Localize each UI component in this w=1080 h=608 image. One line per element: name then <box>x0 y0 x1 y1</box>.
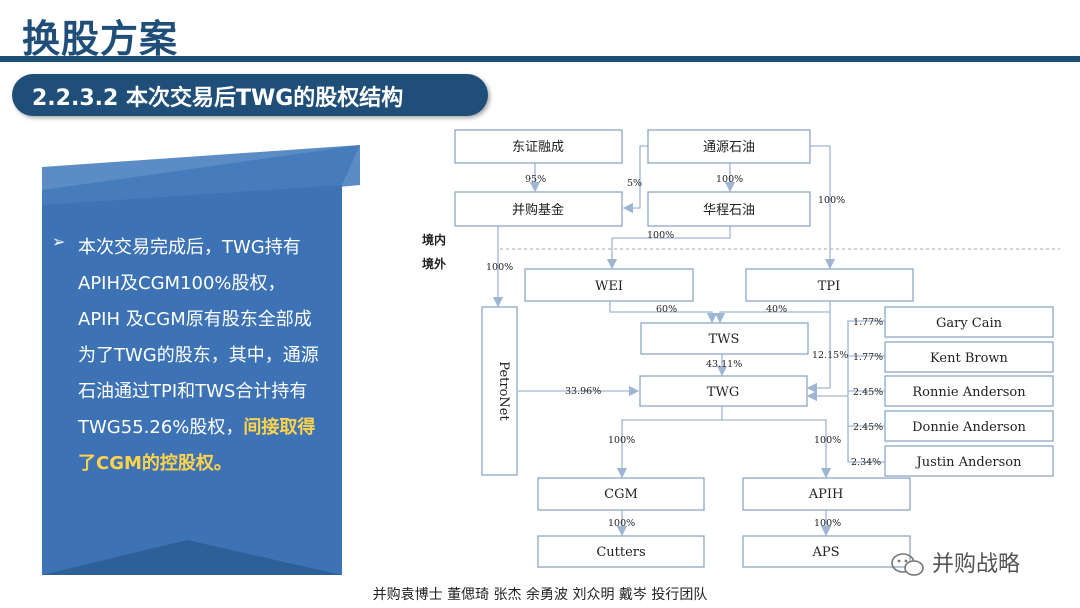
edge-label-twg-apih: 100% <box>814 435 841 446</box>
summary-highlight-text: 间接取得了CGM的控股权。 <box>78 417 316 474</box>
svg-text:CGM: CGM <box>604 487 638 502</box>
svg-text:Donnie Anderson: Donnie Anderson <box>912 420 1026 435</box>
edge-label-tpi-twg: 12.15% <box>812 350 848 361</box>
svg-text:APIH: APIH <box>808 487 844 502</box>
svg-text:TPI: TPI <box>818 279 841 294</box>
node-cutters: Cutters <box>537 535 705 568</box>
brand-watermark: 并购战略 <box>890 546 1020 578</box>
edge-label-tysy-tpi: 100% <box>818 195 845 206</box>
svg-text:Justin Anderson: Justin Anderson <box>914 455 1022 470</box>
summary-panel <box>42 145 360 575</box>
summary-main-text: 本次交易完成后，TWG持有APIH及CGM100%股权，APIH 及CGM原有股… <box>78 237 319 438</box>
node-dzrc: 东证融成 <box>454 129 623 164</box>
zone-overseas: 境外 <box>422 256 446 271</box>
edge-label-tysy-hcsy: 100% <box>716 174 743 185</box>
svg-text:APS: APS <box>811 545 839 560</box>
edge-label-bgjj-petronet: 100% <box>486 262 513 273</box>
node-aps: APS <box>742 535 911 568</box>
svg-text:Gary Cain: Gary Cain <box>936 316 1003 331</box>
svg-text:TWS: TWS <box>709 332 740 347</box>
node-wei: WEI <box>524 268 694 302</box>
edge-label-tysy-bgjj: 5% <box>627 178 642 189</box>
page-title: 换股方案 <box>22 17 179 61</box>
edge-label-tws-twg: 43.11% <box>706 359 742 370</box>
section-title: 2.2.3.2 本次交易后TWG的股权结构 <box>32 86 404 111</box>
node-donnie-anderson: Donnie Anderson <box>884 410 1054 442</box>
node-bgjj: 并购基金 <box>454 191 623 227</box>
edge-label-cgm-cutters: 100% <box>608 518 635 529</box>
svg-text:Kent Brown: Kent Brown <box>930 351 1009 366</box>
section-header: 2.2.3.2 本次交易后TWG的股权结构 <box>12 74 488 116</box>
node-gary-cain: Gary Cain <box>884 306 1054 338</box>
node-apih: APIH <box>742 477 911 511</box>
edge-label-hcsy-wei: 100% <box>647 230 674 241</box>
node-tws: TWS <box>640 322 809 355</box>
svg-text:华程石油: 华程石油 <box>703 203 755 218</box>
node-hcsy: 华程石油 <box>647 191 811 227</box>
edge-label-apih-aps: 100% <box>814 518 841 529</box>
footer-credits: 并购袁博士 董偲琦 张杰 余勇波 刘众明 戴岑 投行团队 <box>372 587 708 603</box>
node-tpi: TPI <box>745 268 914 302</box>
node-kent-brown: Kent Brown <box>884 341 1054 373</box>
edge-label-justin: 2.34% <box>851 457 881 468</box>
edge-label-twg-cgm: 100% <box>608 435 635 446</box>
edge-label-petronet-twg: 33.96% <box>565 386 601 397</box>
bullet-icon: ➢ <box>52 232 66 251</box>
svg-text:并购基金: 并购基金 <box>512 202 564 218</box>
edge-label-wei-tws: 60% <box>656 304 677 315</box>
node-ronnie-anderson: Ronnie Anderson <box>884 375 1054 407</box>
edge-label-donnie: 2.45% <box>853 422 883 433</box>
edge-label-tpi-tws: 40% <box>766 304 787 315</box>
summary-text: 本次交易完成后，TWG持有APIH及CGM100%股权，APIH 及CGM原有股… <box>78 230 322 482</box>
svg-text:Cutters: Cutters <box>596 545 645 560</box>
edge-label-gary: 1.77% <box>853 317 883 328</box>
brand-name: 并购战略 <box>932 552 1021 577</box>
node-petronet: PetroNet <box>481 306 518 476</box>
zone-domestic: 境内 <box>422 232 446 247</box>
svg-text:东证融成: 东证融成 <box>512 140 564 155</box>
edge-label-ronnie: 2.45% <box>853 387 883 398</box>
edge-label-dzrc-bgjj: 95% <box>525 174 546 185</box>
node-cgm: CGM <box>537 477 705 511</box>
edge-label-kent: 1.77% <box>853 352 883 363</box>
svg-text:PetroNet: PetroNet <box>496 361 511 421</box>
node-tysy: 通源石油 <box>647 129 811 164</box>
wechat-icon <box>891 553 924 576</box>
node-justin-anderson: Justin Anderson <box>884 445 1054 477</box>
svg-text:通源石油: 通源石油 <box>703 140 755 155</box>
svg-text:TWG: TWG <box>707 385 739 400</box>
node-twg: TWG <box>639 375 808 407</box>
svg-text:WEI: WEI <box>595 279 623 294</box>
svg-text:Ronnie Anderson: Ronnie Anderson <box>912 385 1026 400</box>
title-rule <box>0 56 1080 62</box>
